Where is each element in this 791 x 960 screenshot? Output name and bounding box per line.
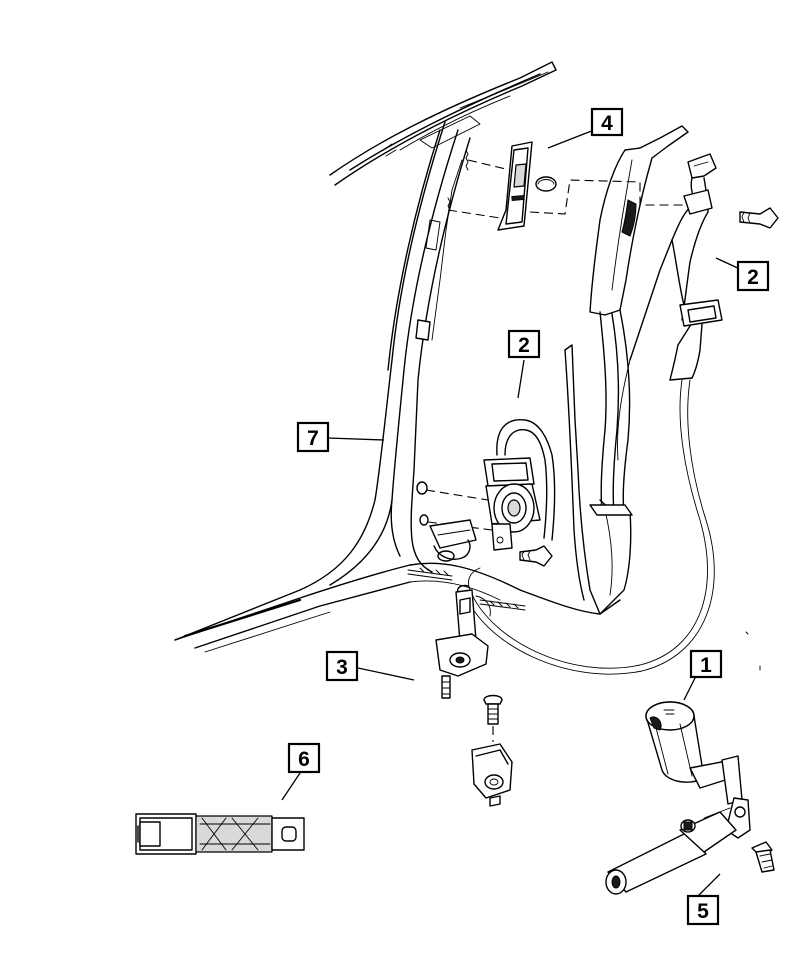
floor-bracket-part xyxy=(435,584,491,699)
seat-belt-extender-part xyxy=(135,813,305,855)
callout-2-upper: 2 xyxy=(736,260,770,292)
svg-text:1: 1 xyxy=(700,654,712,677)
callout-3: 3 xyxy=(325,650,359,682)
buckle-retractor-part xyxy=(605,701,775,895)
svg-text:2: 2 xyxy=(747,266,759,289)
upper-pillar-trim xyxy=(589,125,689,516)
svg-text:2: 2 xyxy=(518,334,530,357)
upper-belt-d-ring-part xyxy=(463,153,779,675)
svg-text:3: 3 xyxy=(336,656,348,679)
callout-2-lower: 2 xyxy=(507,329,541,359)
height-adjuster-part xyxy=(447,141,700,231)
floor-anchor-installed xyxy=(429,519,477,562)
callout-4: 4 xyxy=(590,107,624,137)
retractor-part xyxy=(425,419,556,567)
svg-text:6: 6 xyxy=(298,748,310,771)
anchor-bolt-and-bracket xyxy=(471,694,513,807)
callout-6: 6 xyxy=(287,742,321,774)
callout-5: 5 xyxy=(686,894,720,926)
vehicle-body-outline xyxy=(174,61,632,653)
callout-7: 7 xyxy=(296,421,330,453)
svg-text:7: 7 xyxy=(307,427,319,450)
svg-text:5: 5 xyxy=(697,900,709,923)
leader-lines xyxy=(281,129,743,897)
callout-1: 1 xyxy=(689,649,723,679)
svg-text:4: 4 xyxy=(601,112,613,135)
edge-marks xyxy=(745,631,761,671)
